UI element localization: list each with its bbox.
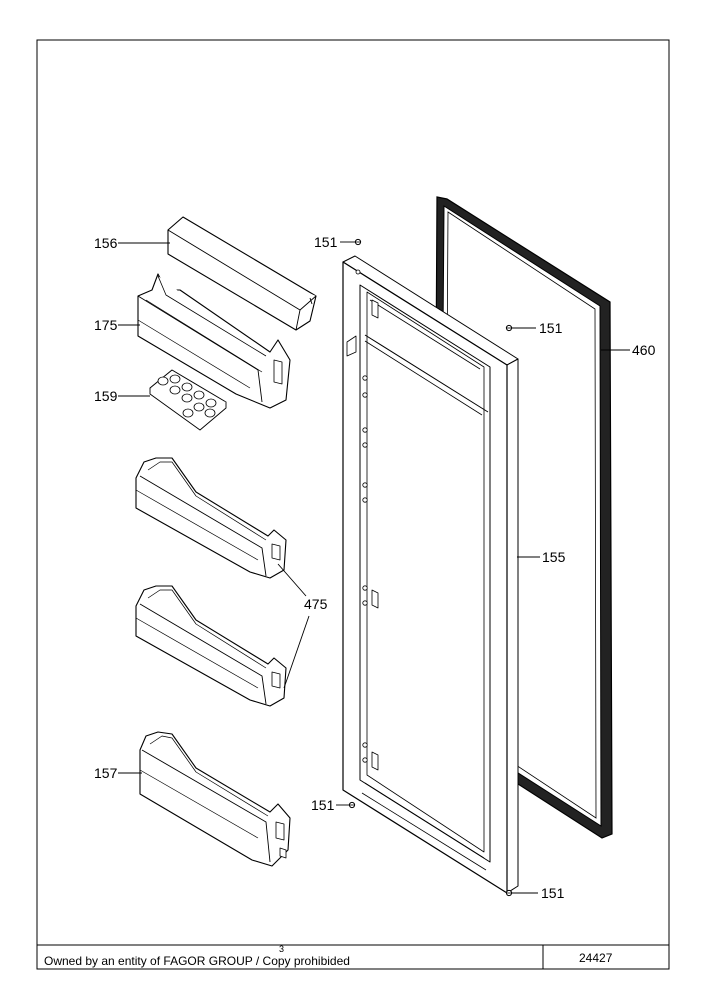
page-number: 3: [279, 944, 285, 954]
callout-151-top-left: 151: [314, 234, 338, 250]
door-bin-475-upper: [135, 457, 287, 579]
drawing-number: 24427: [579, 951, 613, 965]
door-panel-155: [342, 255, 519, 894]
screw-151-top-right: [505, 324, 513, 332]
door-bin-475-lower: [135, 585, 287, 707]
callout-151-bottom-right: 151: [541, 885, 565, 901]
screw-151-bottom-left: [348, 801, 356, 809]
callout-475: 475: [304, 596, 328, 612]
callout-460: 460: [632, 342, 656, 358]
callout-157: 157: [94, 765, 118, 781]
callout-151-top-right: 151: [539, 320, 563, 336]
screw-151-top-left: [354, 238, 362, 246]
callout-155: 155: [542, 549, 566, 565]
shelf-cover-156: [167, 216, 317, 331]
leader-lines: [118, 241, 630, 894]
egg-tray-159: [149, 369, 227, 431]
callout-175: 175: [94, 317, 118, 333]
callout-159: 159: [94, 388, 118, 404]
ownership-notice: Owned by an entity of FAGOR GROUP / Copy…: [44, 954, 350, 968]
door-shelf-175: [137, 273, 291, 409]
screw-151-bottom-right: [505, 889, 513, 897]
callout-156: 156: [94, 235, 118, 251]
drawing-frame: [36, 39, 670, 970]
callout-151-bottom-left: 151: [311, 797, 335, 813]
door-bin-157: [139, 731, 291, 867]
